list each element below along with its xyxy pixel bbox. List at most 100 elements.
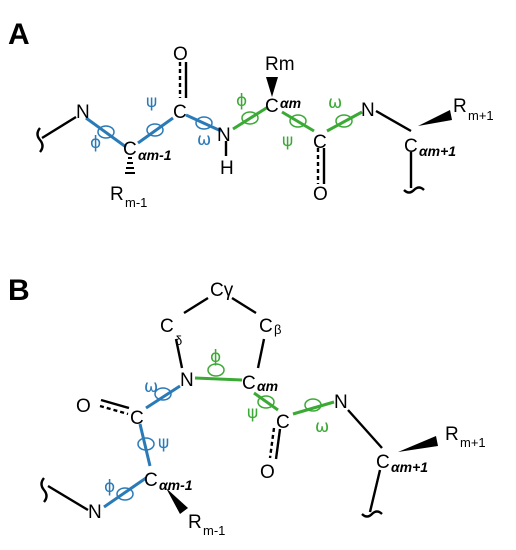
bond-n1-chain — [47, 484, 89, 512]
bond-c2-o2-dashed — [268, 427, 276, 459]
atom-ca-m1p-sub: αm+1 — [419, 143, 456, 159]
atom-ca-m1p: C — [404, 136, 418, 157]
bond-n3-ca — [347, 409, 383, 449]
atom-c-gamma: Cγ — [210, 280, 234, 301]
atom-ca-m-sub: αm — [257, 378, 278, 394]
bond-psi-m — [253, 391, 279, 412]
bond-c2-o2 — [274, 428, 282, 460]
atom-carbonyl-c2: C — [313, 132, 327, 153]
bond-psi-prev — [137, 116, 174, 145]
bond-cdelta-n — [174, 338, 184, 369]
substituent-r-m: Rm — [265, 54, 295, 75]
angle-psi-prev: ψ — [158, 433, 169, 453]
panel-a-label: A — [8, 18, 30, 51]
substituent-r-m1-sub: m-1 — [203, 523, 225, 538]
hash-wedge-r-m1 — [125, 157, 135, 174]
angle-phi-prev: ϕ — [90, 133, 101, 153]
angle-phi-m: ϕ — [236, 91, 247, 111]
rotation-omega-m — [304, 398, 322, 412]
atom-o2: O — [260, 462, 275, 483]
atom-ca-m1-sub: αm-1 — [138, 147, 172, 163]
atom-c-delta: C — [160, 316, 174, 337]
atom-carbonyl-c1: C — [130, 408, 144, 429]
atom-nh-h: H — [220, 158, 234, 179]
atom-n1: N — [88, 502, 102, 523]
bond-psi-prev — [138, 423, 152, 467]
atom-carbonyl-c1: C — [173, 102, 187, 123]
panel-a-bonds — [36, 62, 425, 194]
wedge-r-m1p — [418, 110, 452, 126]
bond-c1-o1 — [100, 398, 130, 410]
bond-omega-m — [292, 400, 335, 416]
wedge-r-m1-b — [166, 488, 188, 514]
rotation-phi-m — [241, 111, 259, 125]
atom-o1: O — [76, 396, 91, 417]
angle-omega-m: ω — [315, 417, 329, 437]
wedge-r-m1p-b — [398, 436, 438, 452]
chain-break-right-b — [361, 510, 383, 518]
bond-omega-m — [326, 110, 363, 133]
atom-c-beta: C — [259, 316, 273, 337]
bond-c1-o1-dashed — [99, 404, 129, 416]
substituent-r-m1-sub: m-1 — [125, 195, 147, 210]
substituent-r-m1: R — [188, 512, 202, 533]
panel-b: B — [8, 274, 486, 538]
rotation-phi-prev — [116, 487, 134, 501]
atom-c-delta-sub: δ — [175, 333, 182, 348]
atom-o1: O — [173, 44, 188, 65]
rotation-phi-prev — [97, 125, 115, 139]
angle-omega-prev: ω — [197, 130, 211, 150]
atom-ca-m1p-sub: αm+1 — [391, 459, 428, 475]
bond-cgamma-cbeta — [231, 296, 257, 315]
substituent-r-m1: R — [110, 184, 124, 205]
substituent-r-m1p: R — [445, 424, 459, 445]
angle-psi-m: ψ — [247, 403, 258, 423]
bond-omega-prev — [185, 113, 222, 133]
atom-ca-m-sub: αm — [280, 95, 301, 111]
panel-b-label: B — [8, 274, 30, 307]
atom-ca-m1: C — [144, 470, 158, 491]
substituent-r-m1p-sub: m+1 — [468, 108, 494, 123]
rotation-psi-m — [289, 114, 307, 128]
bond-ca-chain-b — [368, 469, 382, 513]
chain-break-left — [36, 127, 44, 153]
rotation-omega-prev — [154, 387, 172, 401]
bond-cbeta-ca — [256, 338, 266, 369]
bond-psi-m — [281, 110, 315, 133]
rotation-arrows-b — [116, 363, 322, 501]
bond-phi-prev — [103, 476, 147, 509]
angle-phi-prev: ϕ — [104, 477, 115, 497]
angle-psi-prev: ψ — [146, 92, 157, 112]
substituent-r-m1p-sub: m+1 — [460, 435, 486, 450]
bond-phi-m — [232, 105, 269, 131]
rotation-phi-m — [207, 363, 225, 377]
atom-n3: N — [334, 392, 348, 413]
angle-psi-m: ψ — [282, 131, 293, 151]
bond-chain-n1 — [41, 115, 77, 140]
atom-n-pro: N — [180, 370, 194, 391]
bond-cgamma-cdelta — [183, 296, 209, 315]
chain-break-right — [403, 186, 425, 194]
angle-omega-m: ω — [328, 93, 342, 113]
atom-o2: O — [313, 184, 328, 205]
atom-n1: N — [76, 102, 90, 123]
rotation-psi-prev — [146, 123, 164, 137]
atom-ca-m1: C — [123, 139, 137, 160]
atom-n3: N — [361, 100, 375, 121]
rotation-psi-m — [257, 395, 275, 409]
substituent-r-m1p: R — [453, 96, 467, 117]
atom-ca-m: C — [265, 96, 279, 117]
atom-ca-m1-sub: αm-1 — [159, 477, 193, 493]
rotation-psi-prev — [137, 437, 155, 451]
angle-phi-m: ϕ — [210, 347, 221, 367]
panel-a: A — [8, 18, 494, 210]
rotation-omega-prev — [195, 116, 213, 130]
atom-nh-n: N — [217, 125, 231, 146]
rotation-arrows-a — [97, 111, 353, 139]
panel-b-bonds — [40, 296, 383, 518]
bond-n3-ca — [375, 109, 412, 133]
bond-phi-prev — [85, 116, 127, 149]
wedge-r-m — [266, 77, 278, 97]
bond-phi-m — [194, 376, 243, 382]
